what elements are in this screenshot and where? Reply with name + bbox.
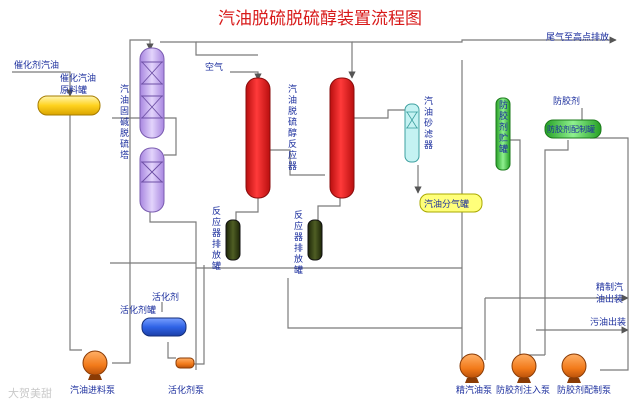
feed-pump-icon	[82, 350, 108, 380]
reactor-right	[329, 77, 355, 199]
discharge-tank-left	[225, 219, 241, 261]
feed-tank	[37, 95, 101, 116]
label-sewage-out: 污油出装	[590, 316, 626, 328]
label-activator-tank: 活化剂罐	[120, 304, 156, 316]
label-air: 空气	[205, 61, 223, 73]
label-antigel-storage: 防胶剂贮罐	[499, 99, 508, 155]
antigel-storage	[495, 97, 511, 171]
antigel-prep-tank	[544, 119, 602, 139]
label-catalytic-gasoline: 催化剂汽油	[14, 59, 59, 71]
label-discharge-tank-left: 反应器排放罐	[212, 206, 221, 272]
sand-filter	[404, 103, 420, 163]
gas-separator	[419, 193, 483, 213]
label-reactor: 汽油脱硫醇反应器	[288, 83, 297, 172]
reactor-left	[245, 77, 271, 199]
discharge-tank-right	[307, 219, 323, 261]
caustic-tower	[139, 47, 165, 213]
watermark: 大贺美甜	[8, 387, 52, 400]
antigel-prep-pump-icon	[561, 353, 587, 383]
label-activator: 活化剂	[152, 291, 179, 303]
label-feed-pump: 汽油进料泵	[70, 384, 115, 396]
label-antigel-injection-pump: 防胶剂注入泵	[496, 384, 550, 396]
label-feed-tank-1: 催化汽油	[60, 72, 96, 84]
label-refined-out-1: 精制汽	[596, 281, 623, 293]
label-antigel-agent: 防胶剂	[553, 95, 580, 107]
label-feed-tank-2: 原料罐	[60, 84, 87, 96]
label-refined-out-2: 油出装	[596, 293, 623, 305]
page-title: 汽油脱硫脱硫醇装置流程图	[218, 9, 422, 29]
antigel-injection-pump-icon	[511, 353, 537, 383]
label-sand-filter: 汽油砂滤器	[424, 95, 433, 151]
refined-pump-icon	[459, 353, 485, 383]
label-caustic-tower: 汽油固碱脱硫塔	[120, 83, 129, 161]
label-refined-pump: 精汽油泵	[456, 384, 492, 396]
label-gas-separator: 汽油分气罐	[424, 198, 469, 210]
label-exhaust: 尾气至高点排放	[546, 31, 609, 43]
label-antigel-prep-tank: 防胶剂配制罐	[547, 124, 595, 134]
label-discharge-tank-right: 反应器排放罐	[294, 210, 303, 276]
activator-tank	[141, 317, 187, 337]
piping	[12, 36, 629, 371]
label-antigel-prep-pump: 防胶剂配制泵	[557, 384, 611, 396]
activator-pump-icon	[175, 357, 195, 369]
label-activator-pump: 活化剂泵	[168, 384, 204, 396]
